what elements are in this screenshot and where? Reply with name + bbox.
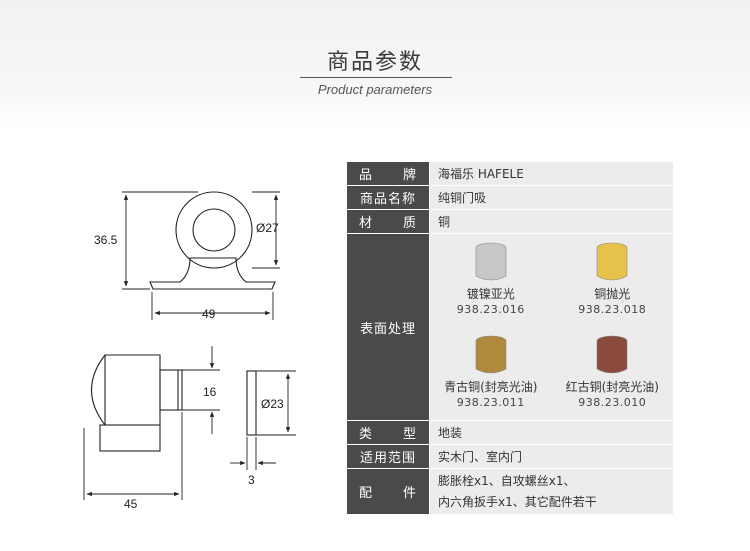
finish-swatch-icon bbox=[475, 335, 507, 374]
spec-value-brand: 海福乐 HAFELE bbox=[429, 161, 674, 186]
body-height-label: 16 bbox=[203, 385, 217, 399]
spec-label-brand-a: 品 bbox=[359, 168, 374, 183]
spec-row-name: 商品名称 纯铜门吸 bbox=[346, 185, 674, 210]
body-length-label: 45 bbox=[124, 497, 138, 511]
height-dim-label: 36.5 bbox=[94, 233, 118, 247]
inner-ring bbox=[192, 208, 236, 252]
swatch-body bbox=[475, 248, 507, 281]
spec-label-type: 类 型 bbox=[346, 420, 430, 445]
finish-option: 红古铜(封亮光油) 938.23.010 bbox=[552, 327, 674, 420]
spec-label-brand: 品 牌 bbox=[346, 161, 430, 186]
finish-code: 938.23.011 bbox=[456, 396, 525, 409]
side-dims bbox=[83, 346, 296, 500]
spec-value-parts: 膨胀栓x1、自攻螺丝x1、 内六角扳手x1、其它配件若干 bbox=[429, 468, 674, 515]
base-width-label: 49 bbox=[202, 307, 216, 321]
spec-label-name: 商品名称 bbox=[346, 185, 430, 210]
finish-name: 青古铜(封亮光油) bbox=[444, 380, 538, 394]
finish-swatch-icon bbox=[596, 335, 628, 374]
washer-diameter-label: Ø23 bbox=[261, 397, 284, 411]
spec-label-scope: 适用范围 bbox=[346, 444, 430, 469]
body-base bbox=[99, 424, 161, 452]
base-plate bbox=[149, 257, 276, 290]
finish-code: 938.23.018 bbox=[578, 303, 647, 316]
magnet-cap bbox=[159, 369, 183, 411]
spec-row-type: 类 型 地装 bbox=[346, 420, 674, 445]
outer-ring bbox=[175, 191, 253, 269]
spec-value-material: 铜 bbox=[429, 209, 674, 234]
section-subtitle: Product parameters bbox=[317, 82, 433, 97]
parts-line-1: 膨胀栓x1、自攻螺丝x1、 bbox=[438, 473, 576, 488]
spec-label-material: 材 质 bbox=[346, 209, 430, 234]
ring-diameter-label: Ø27 bbox=[256, 221, 279, 235]
swatch-body bbox=[475, 341, 507, 374]
spec-row-scope: 适用范围 实木门、室内门 bbox=[346, 444, 674, 469]
body-dome bbox=[90, 354, 161, 426]
finish-option: 青古铜(封亮光油) 938.23.011 bbox=[430, 327, 552, 420]
finish-name: 红古铜(封亮光油) bbox=[565, 380, 659, 394]
washer-thickness-label: 3 bbox=[248, 473, 255, 487]
spec-label-type-a: 类 bbox=[359, 427, 374, 442]
spec-row-material: 材 质 铜 bbox=[346, 209, 674, 234]
spec-label-material-b: 质 bbox=[402, 216, 417, 231]
side-view bbox=[90, 354, 257, 452]
spec-row-parts: 配 件 膨胀栓x1、自攻螺丝x1、 内六角扳手x1、其它配件若干 bbox=[346, 468, 674, 515]
spec-label-surface: 表面处理 bbox=[346, 233, 430, 421]
finish-code: 938.23.016 bbox=[456, 303, 525, 316]
header-banner: 商品参数 Product parameters bbox=[0, 0, 750, 128]
spec-value-name: 纯铜门吸 bbox=[429, 185, 674, 210]
spec-value-surface: 镀镍亚光 938.23.016 铜抛光 938.23.018 bbox=[429, 233, 674, 421]
spec-value-type: 地装 bbox=[429, 420, 674, 445]
spec-row-brand: 品 牌 海福乐 HAFELE bbox=[346, 161, 674, 186]
spec-label-type-b: 型 bbox=[402, 427, 417, 442]
front-dims bbox=[122, 191, 280, 320]
finish-grid: 镀镍亚光 938.23.016 铜抛光 938.23.018 bbox=[430, 234, 673, 420]
swatch-body bbox=[596, 248, 628, 281]
finish-code: 938.23.010 bbox=[578, 396, 647, 409]
parts-line-2: 内六角扳手x1、其它配件若干 bbox=[438, 494, 597, 509]
spec-row-surface: 表面处理 镀镍亚光 938.23.016 铜抛光 bbox=[346, 233, 674, 421]
swatch-body bbox=[596, 341, 628, 374]
finish-swatch-icon bbox=[596, 242, 628, 281]
finish-option: 镀镍亚光 938.23.016 bbox=[430, 234, 552, 327]
title-divider bbox=[300, 77, 452, 78]
finish-option: 铜抛光 938.23.018 bbox=[552, 234, 674, 327]
spec-label-parts: 配 件 bbox=[346, 468, 430, 515]
spec-table: 品 牌 海福乐 HAFELE 商品名称 纯铜门吸 材 质 铜 表面处理 bbox=[346, 161, 674, 515]
front-view bbox=[149, 191, 276, 290]
spec-label-parts-a: 配 bbox=[359, 486, 374, 501]
spec-label-brand-b: 牌 bbox=[402, 168, 417, 183]
spec-value-scope: 实木门、室内门 bbox=[429, 444, 674, 469]
section-title: 商品参数 bbox=[326, 50, 423, 75]
washer bbox=[246, 370, 257, 436]
spec-label-parts-b: 件 bbox=[402, 486, 417, 501]
technical-drawing: 36.5 Ø27 49 16 Ø23 3 45 bbox=[83, 191, 296, 511]
spec-label-material-a: 材 bbox=[359, 216, 374, 231]
finish-name: 镀镍亚光 bbox=[466, 287, 515, 301]
finish-name: 铜抛光 bbox=[594, 287, 631, 301]
finish-swatch-icon bbox=[475, 242, 507, 281]
